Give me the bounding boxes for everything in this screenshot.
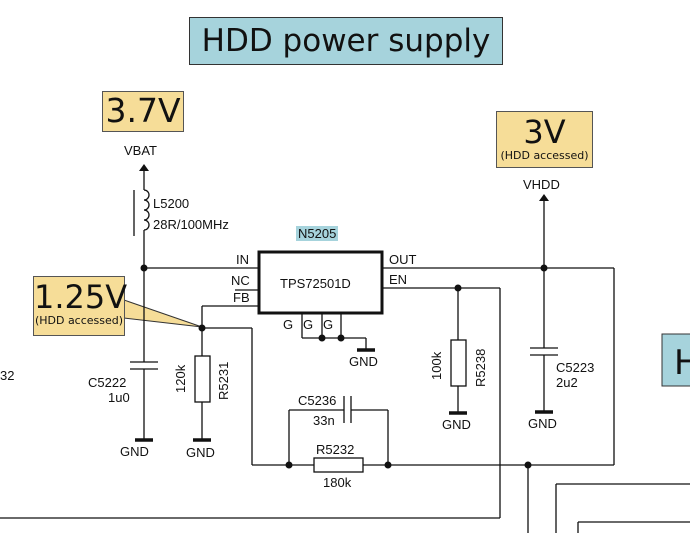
net-label-vbat: VBAT xyxy=(124,143,157,158)
voltage-value-vbat: 3.7V xyxy=(105,91,181,130)
voltage-note-fb: (HDD accessed) xyxy=(34,314,124,327)
r5238-value: 100k xyxy=(429,351,444,380)
c5222-value: 1u0 xyxy=(108,390,130,405)
r5238-symbol xyxy=(450,339,467,387)
voltage-box-vbat: 3.7V xyxy=(102,91,184,132)
junction-dot xyxy=(384,461,392,469)
ic-name: TPS72501D xyxy=(280,276,351,291)
gnd-label-ic: GND xyxy=(349,354,378,369)
r5238-ref: R5238 xyxy=(473,349,488,387)
r5232-symbol xyxy=(313,457,364,473)
junction-dot xyxy=(285,461,293,469)
pin-label-fb: FB xyxy=(233,290,250,305)
r5231-ref: R5231 xyxy=(216,362,231,400)
r5231-symbol xyxy=(194,355,211,403)
c5223-ref: C5223 xyxy=(556,360,594,375)
gnd-label-r5231: GND xyxy=(186,445,215,460)
r5232-ref: R5232 xyxy=(316,442,354,457)
pin-label-in: IN xyxy=(236,252,249,267)
c5222-ref: C5222 xyxy=(88,375,126,390)
junction-dot xyxy=(198,324,206,332)
l5200-ref: L5200 xyxy=(153,196,189,211)
vhdd-arrow-icon xyxy=(539,194,549,201)
voltage-box-vhdd: 3V (HDD accessed) xyxy=(496,111,593,168)
ic-tps72501d-body xyxy=(257,250,384,315)
voltage-value-vhdd: 3V xyxy=(523,113,566,151)
junction-dot xyxy=(540,264,548,272)
junction-dots xyxy=(140,264,548,469)
junction-dot xyxy=(140,264,148,272)
inductor-l5200-symbol xyxy=(143,189,150,231)
junction-dot xyxy=(337,334,345,342)
voltage-callout-pointer xyxy=(123,299,203,328)
voltage-note-vhdd: (HDD accessed) xyxy=(500,149,589,162)
junction-dot xyxy=(454,284,462,292)
pin-label-nc: NC xyxy=(231,273,250,288)
adjacent-title-box xyxy=(661,333,690,387)
junction-dot xyxy=(318,334,326,342)
left-edge-fragment: 32 xyxy=(0,368,14,383)
pin-label-g3: G xyxy=(323,317,333,332)
right-edge-title-fragment: H xyxy=(674,343,690,383)
junction-dot xyxy=(524,461,532,469)
pin-label-out: OUT xyxy=(389,252,417,267)
voltage-value-fb: 1.25V xyxy=(34,278,128,316)
voltage-box-fb: 1.25V (HDD accessed) xyxy=(33,276,128,336)
gnd-label-r5238: GND xyxy=(442,417,471,432)
r5232-value: 180k xyxy=(323,475,352,490)
ic-reference-label: N5205 xyxy=(296,226,339,241)
pin-label-g2: G xyxy=(303,317,313,332)
c5223-value: 2u2 xyxy=(556,375,578,390)
pin-label-en: EN xyxy=(389,272,407,287)
net-label-vhdd: VHDD xyxy=(523,177,560,192)
r5231-value: 120k xyxy=(173,364,188,393)
vbat-arrow-icon xyxy=(139,164,149,171)
diagram-title: HDD power supply xyxy=(189,17,503,65)
c5236-ref: C5236 xyxy=(298,393,336,408)
gnd-label-c5223: GND xyxy=(528,416,557,431)
pin-label-g1: G xyxy=(283,317,293,332)
gnd-label-c5222: GND xyxy=(120,444,149,459)
c5236-value: 33n xyxy=(313,413,335,428)
l5200-value: 28R/100MHz xyxy=(153,217,229,232)
